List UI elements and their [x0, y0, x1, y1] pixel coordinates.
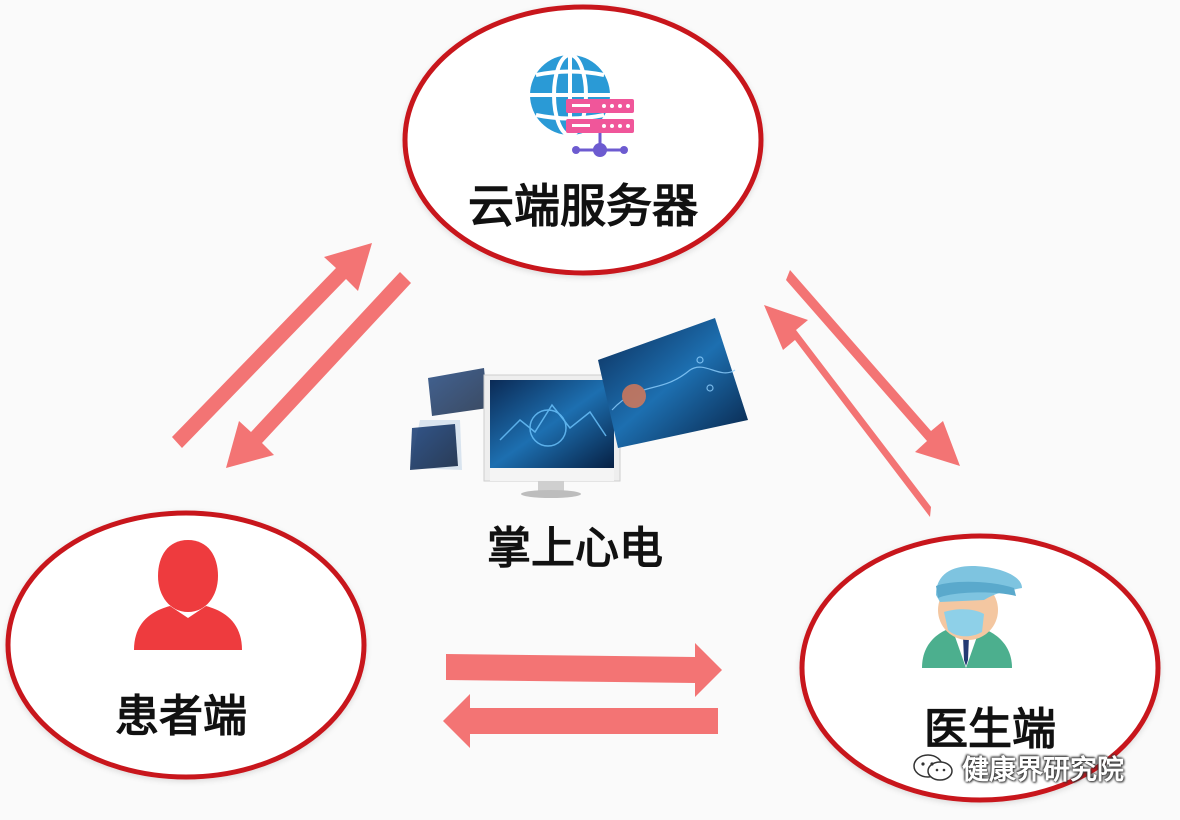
monitor-screens-icon [410, 318, 748, 498]
center-node-label: 掌上心电 [487, 523, 663, 574]
arrow-cloud-to-doctor [786, 270, 960, 466]
cloud-node-ring [402, 4, 764, 276]
watermark: 健康界研究院 [912, 748, 1124, 787]
arrow-patient-to-doctor [446, 643, 722, 697]
person-icon [134, 540, 242, 650]
arrow-patient-to-cloud [172, 243, 372, 448]
arrow-doctor-to-patient [443, 694, 718, 748]
cloud-server-icon [530, 53, 634, 157]
patient-node-label: 患者端 [115, 691, 247, 742]
wechat-icon [913, 753, 953, 781]
watermark-text: 健康界研究院 [962, 755, 1124, 786]
doctor-node-label: 医生端 [924, 704, 1056, 755]
doctor-icon [922, 566, 1022, 668]
arrow-cloud-to-patient [226, 272, 411, 468]
cloud-node-label: 云端服务器 [468, 179, 698, 233]
arrow-doctor-to-cloud [764, 305, 931, 517]
